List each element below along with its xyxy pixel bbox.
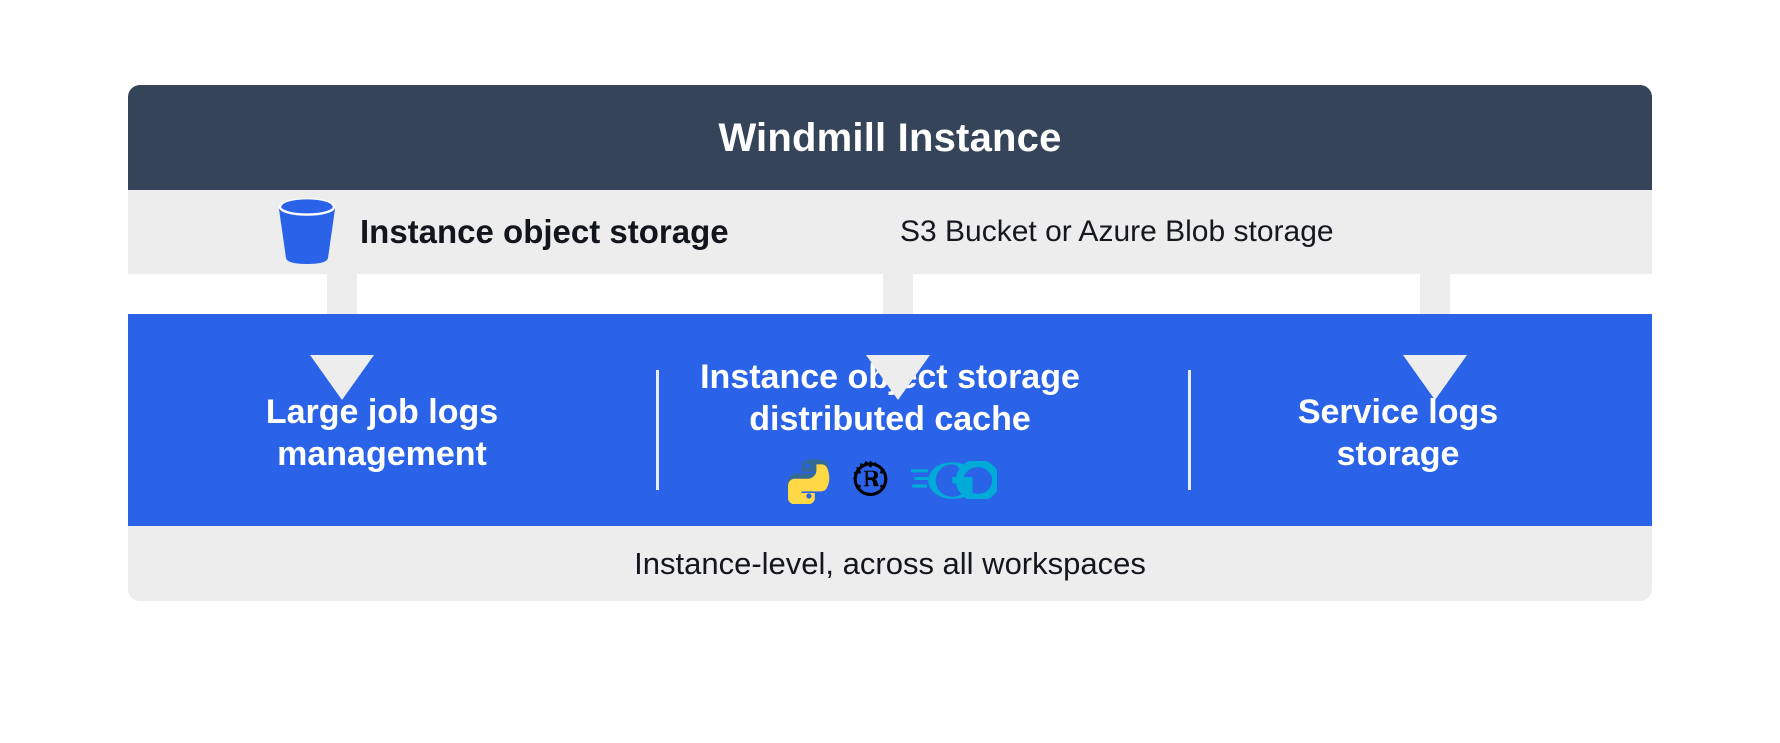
feature-column-service-logs: Service logs storage (1144, 365, 1652, 476)
storage-provider-description: S3 Bucket or Azure Blob storage (900, 215, 1334, 248)
connector-arrow-service-logs (1403, 355, 1467, 400)
go-logo (911, 459, 1000, 504)
column-divider-2 (1188, 370, 1191, 490)
python-logo (783, 457, 830, 509)
connector-arrow-large-job-logs (310, 355, 374, 400)
feature-column-distributed-cache: Instance object storage distributed cach… (636, 330, 1144, 511)
feature-title-large-job-logs: Large job logs management (265, 392, 499, 474)
feature-title-distributed-cache: Instance object storage distributed cach… (700, 357, 1080, 439)
instance-scope-footer: Instance-level, across all workspaces (128, 526, 1652, 601)
instance-header: Windmill Instance (128, 85, 1652, 190)
storage-features-panel: Large job logs management Instance objec… (128, 314, 1652, 526)
language-logo-row (783, 455, 1000, 511)
connector-arrow-distributed-cache (866, 355, 930, 400)
rust-logo (847, 457, 894, 509)
instance-object-storage-row: Instance object storage S3 Bucket or Azu… (128, 190, 1652, 274)
footer-text: Instance-level, across all workspaces (634, 545, 1146, 581)
feature-column-large-job-logs: Large job logs management (128, 365, 636, 476)
page-title: Windmill Instance (718, 115, 1062, 160)
feature-title-service-logs: Service logs storage (1297, 392, 1499, 474)
instance-object-storage-label: Instance object storage (360, 213, 729, 250)
column-divider-1 (656, 370, 659, 490)
s3-bucket-icon (276, 198, 338, 266)
windmill-instance-diagram: Windmill Instance Instance object storag… (128, 85, 1652, 601)
